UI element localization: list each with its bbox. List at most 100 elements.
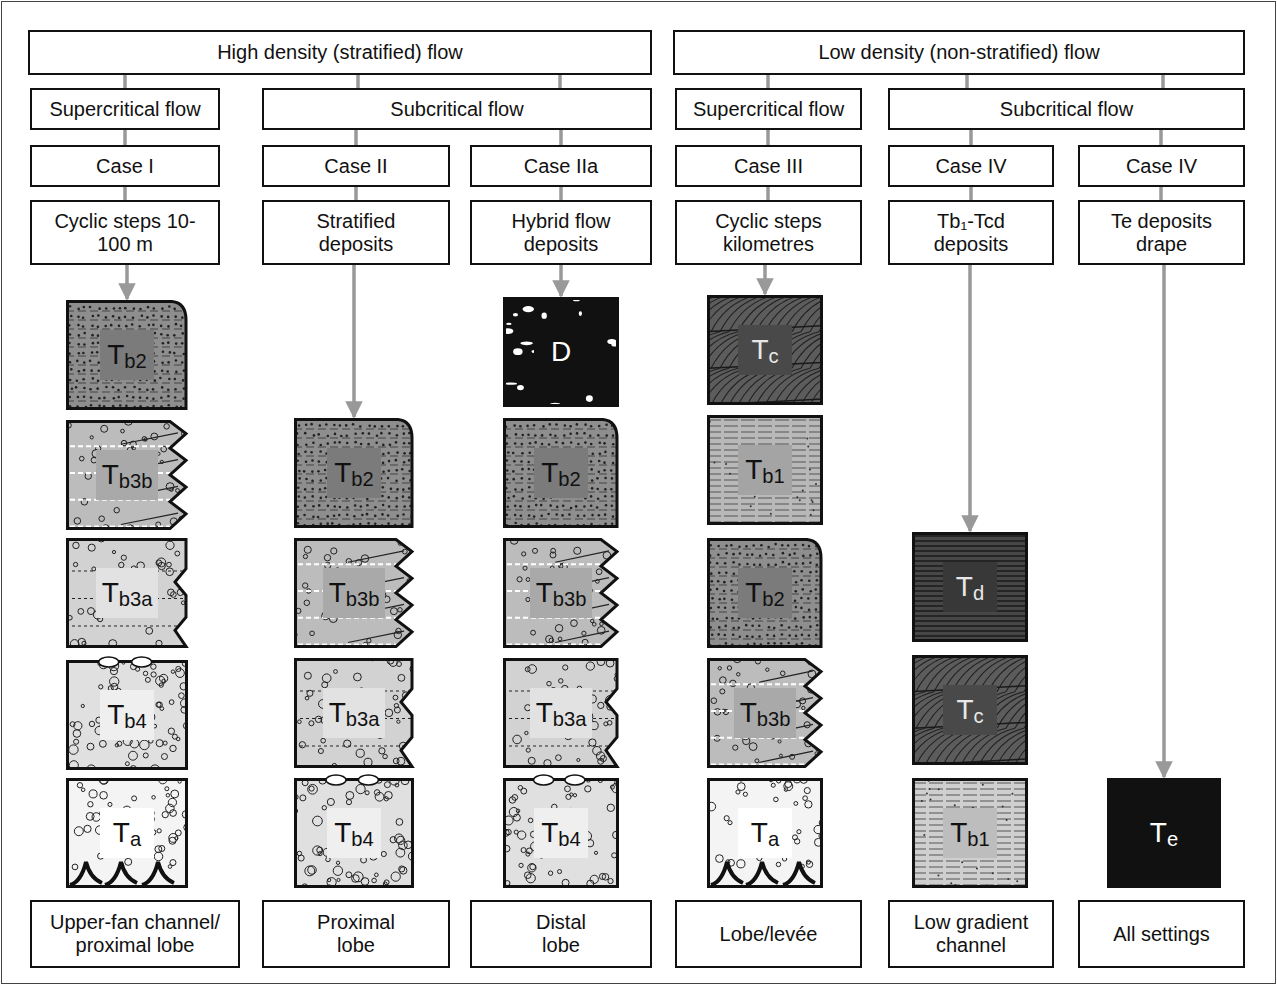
facies-outline <box>505 660 618 767</box>
grain-dot <box>148 324 151 327</box>
grain-dot <box>514 488 517 491</box>
pebble <box>521 788 527 794</box>
label-box: Case III <box>675 145 862 187</box>
grain-dot <box>305 423 308 426</box>
grain-dot <box>395 441 398 444</box>
pebble <box>170 745 176 751</box>
grain-dot <box>752 544 755 547</box>
connector-line <box>123 75 127 88</box>
grain-dot <box>297 522 300 525</box>
grain-dot <box>718 572 721 575</box>
facies-texture <box>657 295 864 405</box>
grain-dot <box>815 570 818 573</box>
pebble <box>333 866 342 875</box>
grain-dot <box>166 370 169 373</box>
grain-dot <box>737 626 740 629</box>
grain-dot <box>76 360 79 363</box>
grain-dot <box>338 441 341 444</box>
grain-dot <box>823 581 826 584</box>
pebble <box>375 873 379 877</box>
pebble <box>794 839 799 844</box>
pebble <box>384 880 389 885</box>
facies-block: Tb1 <box>707 415 823 525</box>
grain-dot <box>97 314 100 317</box>
label-box: Case II <box>262 145 450 187</box>
label-box: Cyclic steps 10-100 m <box>30 200 220 265</box>
facies-label: Tb3b <box>323 568 386 618</box>
facies-texture <box>66 302 188 411</box>
grain-dot <box>619 461 622 464</box>
facies-outline <box>505 540 618 647</box>
pebble <box>176 669 185 678</box>
grain-dot <box>526 425 529 428</box>
pebble <box>154 852 163 861</box>
facies-subscript: b4 <box>124 711 146 731</box>
grain-dot <box>716 588 719 591</box>
grain-dot <box>603 461 606 464</box>
facies-letter: T <box>329 699 346 727</box>
grain-dot <box>506 514 509 517</box>
facies-letter: T <box>102 461 119 489</box>
pebble <box>346 872 352 878</box>
pebble <box>395 783 399 787</box>
pebble <box>334 670 338 674</box>
facies-subscript: b3b <box>553 589 587 609</box>
pebble <box>393 695 398 700</box>
pebble <box>156 702 161 707</box>
pebble <box>526 748 530 752</box>
grain-dot <box>83 395 86 398</box>
facies-letter: D <box>551 338 571 366</box>
grain-dot <box>810 514 812 516</box>
grain-dot <box>319 479 322 482</box>
grain-dot <box>513 460 516 463</box>
grain-dot <box>800 570 803 573</box>
pebble <box>396 848 405 857</box>
grain-dot <box>382 462 385 465</box>
connector-line <box>763 265 767 294</box>
pebble <box>743 792 747 796</box>
pebble <box>397 720 400 723</box>
box-label: Case IV <box>935 155 1006 178</box>
pebble <box>157 829 161 833</box>
facies-subscript: b2 <box>124 351 146 371</box>
pebble <box>88 544 95 551</box>
facies-label: Td <box>943 562 997 612</box>
grain-dot <box>774 564 777 567</box>
pebble <box>398 608 402 612</box>
clast <box>358 775 378 785</box>
box-label: Subcritical flow <box>1000 98 1133 121</box>
grain-dot <box>583 505 586 508</box>
grain-dot <box>390 488 393 491</box>
grain-dot <box>70 368 73 371</box>
grain-dot <box>359 425 362 428</box>
grain-dot <box>298 470 301 473</box>
pebble <box>151 672 156 677</box>
pebble <box>132 796 137 801</box>
grain-dot <box>402 425 405 428</box>
facies-texture <box>707 417 823 524</box>
grain-dot <box>717 606 720 609</box>
lamina <box>66 392 188 393</box>
grain-dot <box>319 424 322 427</box>
flame-structure <box>746 862 778 885</box>
facies-block: Tb2 <box>503 418 619 528</box>
facies-subscript: b3a <box>346 709 380 729</box>
pebble <box>88 802 93 807</box>
pebble <box>163 741 167 745</box>
grain-dot <box>781 544 784 547</box>
grain-dot <box>780 642 783 645</box>
pebble <box>525 731 528 734</box>
pebble <box>385 709 393 717</box>
cross-lamina <box>657 332 702 369</box>
facies-block: Tb2 <box>707 538 823 648</box>
grain-dot <box>403 505 406 508</box>
grain-dot <box>318 460 321 463</box>
lamina <box>707 432 823 433</box>
grain-dot <box>584 441 587 444</box>
pebble <box>736 790 740 794</box>
grain-dot <box>146 316 149 319</box>
step-lamina <box>759 671 813 682</box>
grain-dot <box>823 626 826 629</box>
box-label: Case IV <box>1126 155 1197 178</box>
grain-dot <box>304 488 307 491</box>
